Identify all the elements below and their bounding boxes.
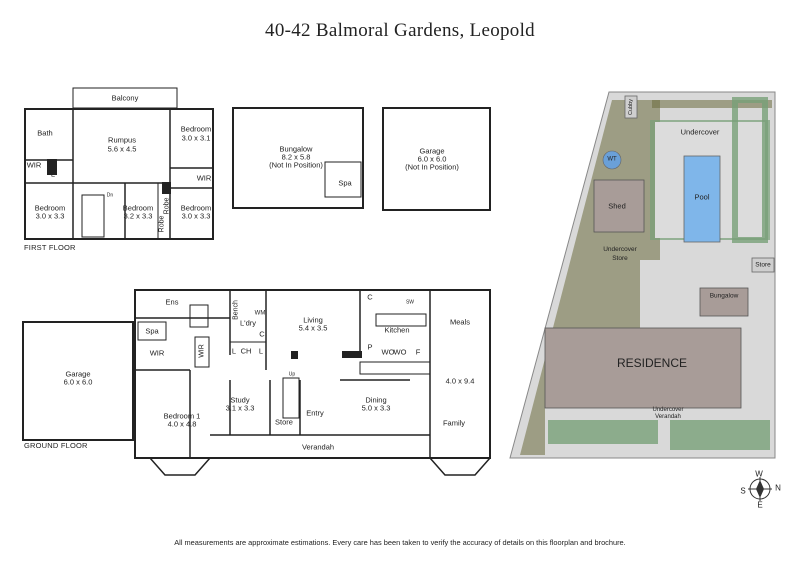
bedroom-c-size: 3.2 x 3.3: [123, 211, 153, 221]
shed-label: Shed: [608, 201, 626, 211]
garage-outline: [382, 107, 491, 211]
family-size: 4.0 x 9.4: [445, 376, 475, 386]
rumpus-size: 5.6 x 4.5: [107, 144, 137, 154]
wir-ground-label: WIR: [149, 348, 165, 358]
meals-label: Meals: [449, 317, 471, 327]
residence-label: RESIDENCE: [616, 356, 688, 370]
living-size: 5.4 x 3.5: [298, 323, 328, 333]
c1-label: C: [259, 329, 265, 339]
wir-label: WIR: [26, 160, 42, 170]
garage-size: 6.0 x 6.0: [63, 377, 93, 387]
balcony-label: Balcony: [111, 93, 139, 103]
family-label: Family: [442, 418, 466, 428]
p-label: P: [367, 342, 373, 352]
undercover-label: Undercover: [680, 127, 720, 137]
pool-label: Pool: [694, 192, 710, 202]
compass-w: W: [755, 469, 763, 479]
ground-garage-outline: [22, 321, 134, 441]
dn-label: Dn: [106, 192, 114, 199]
cubby-box: [624, 95, 638, 119]
bedroom-b-name: Bedroom: [34, 203, 66, 213]
first-floor-label: FIRST FLOOR: [24, 243, 76, 252]
disclaimer: All measurements are approximate estimat…: [174, 538, 626, 547]
bedroom-d-name: Bedroom: [180, 203, 212, 213]
bungalow-note: (Not In Position): [269, 160, 323, 170]
page-title: 40-42 Balmoral Gardens, Leopold: [265, 20, 535, 41]
first-floor-outline: [24, 108, 214, 240]
site-bungalow-box: [699, 287, 749, 317]
residence-box: [544, 327, 742, 409]
rumpus-name: Rumpus: [108, 135, 136, 145]
l-label: L: [50, 169, 56, 179]
bedroom1-size: 4.0 x 4.8: [167, 419, 197, 429]
bungalow-size: 8.2 x 5.8: [281, 152, 311, 162]
water-tank: [602, 150, 622, 170]
wt-label: WT: [607, 156, 617, 163]
dining-size: 5.0 x 3.3: [361, 403, 391, 413]
garage-top-size: 6.0 x 6.0: [417, 154, 447, 164]
c2-label: C: [367, 292, 373, 302]
ens-label: Ens: [165, 297, 179, 307]
bedroom-a-name: Bedroom: [180, 124, 212, 134]
bedroom1-name: Bedroom 1: [163, 411, 201, 421]
wm-label: WM: [254, 310, 266, 317]
compass-s: S: [740, 486, 746, 496]
up-label: Up: [288, 371, 296, 378]
study-name: Study: [230, 395, 250, 405]
wo1-label: WO: [381, 347, 395, 357]
kitchen-label: Kitchen: [384, 325, 410, 335]
bedroom-a-size: 3.0 x 3.1: [181, 133, 211, 143]
ground-floor-label: GROUND FLOOR: [24, 441, 88, 450]
pool-box: [683, 155, 721, 243]
garage-name: Garage: [65, 369, 91, 379]
compass-n: N: [775, 483, 781, 493]
entry-label: Entry: [306, 408, 324, 418]
wo2-label: WO: [393, 347, 407, 357]
bungalow-outline: [232, 107, 364, 209]
bath-label: Bath: [37, 128, 53, 138]
garage-top-name: Garage: [419, 146, 445, 156]
ch-label: CH: [240, 346, 252, 356]
store-label: Store: [275, 417, 293, 427]
site-bungalow-label: Bungalow: [709, 292, 739, 300]
shed-box: [593, 179, 645, 233]
living-name: Living: [303, 315, 323, 325]
site-store-label: Store: [755, 261, 771, 269]
bungalow-spa: Spa: [338, 178, 352, 188]
bedroom-b-size: 3.0 x 3.3: [35, 211, 65, 221]
l1-label: L: [231, 346, 237, 356]
bedroom-c-name: Bedroom: [122, 203, 154, 213]
spa-label: Spa: [145, 326, 159, 336]
dining-name: Dining: [365, 395, 387, 405]
ldry-label: L'dry: [239, 318, 257, 328]
compass-e: E: [757, 500, 763, 510]
l2-label: L: [258, 346, 264, 356]
bedroom-d-size: 3.0 x 3.3: [181, 211, 211, 221]
undercover-verandah-label: Undercover Verandah: [652, 407, 684, 420]
verandah-label: Verandah: [301, 442, 335, 452]
undercover-store-label: Undercover Store: [603, 246, 637, 262]
bungalow-name: Bungalow: [279, 144, 313, 154]
f-label: F: [415, 347, 421, 357]
wir2-label: WIR: [196, 173, 212, 183]
garage-top-note: (Not In Position): [405, 162, 459, 172]
study-size: 3.1 x 3.3: [225, 403, 255, 413]
sw-label: SW: [405, 299, 415, 306]
